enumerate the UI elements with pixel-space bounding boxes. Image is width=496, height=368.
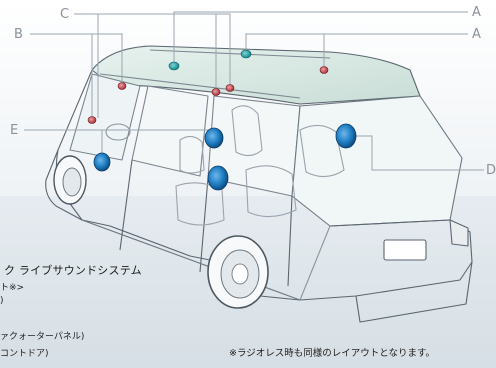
footnote: ※ラジオレス時も同様のレイアウトとなります。 [229,348,436,359]
callout-label-c: C [60,7,70,22]
front-wheel [53,155,87,205]
callout-label-b: B [14,27,23,42]
legend-line: コントドア) [0,349,49,359]
roof-speaker-front-icon [168,61,180,71]
rear-quarter-speaker-icon [335,123,357,149]
speakers [87,49,357,191]
rear-roof-tweeter-icon [319,66,329,74]
callout-label-a-top: A [472,5,481,20]
dash-tweeter-icon [87,116,97,124]
legend-title: ク ライブサウンドシステム [4,264,142,277]
legend-line: ァクォーターパネル) [0,332,85,342]
legend-line: ト※> [0,283,25,293]
pillar-tweeter-rear-icon [211,88,221,96]
roof-tweeter-icon [225,84,235,92]
car-outline [45,45,473,323]
roof-speaker-center-icon [240,49,252,59]
rear-door-speaker-icon [204,127,224,149]
callout-lines [24,11,484,171]
rear-door-lower-speaker-icon [207,165,229,191]
callout-label-e: E [10,123,19,138]
front-door-speaker-icon [93,152,111,172]
pillar-tweeter-front-icon [117,82,127,90]
rear-wheel [207,235,269,309]
callout-label-d: D [486,163,496,178]
legend-line: ) [0,296,4,306]
callout-label-a: A [472,27,481,42]
